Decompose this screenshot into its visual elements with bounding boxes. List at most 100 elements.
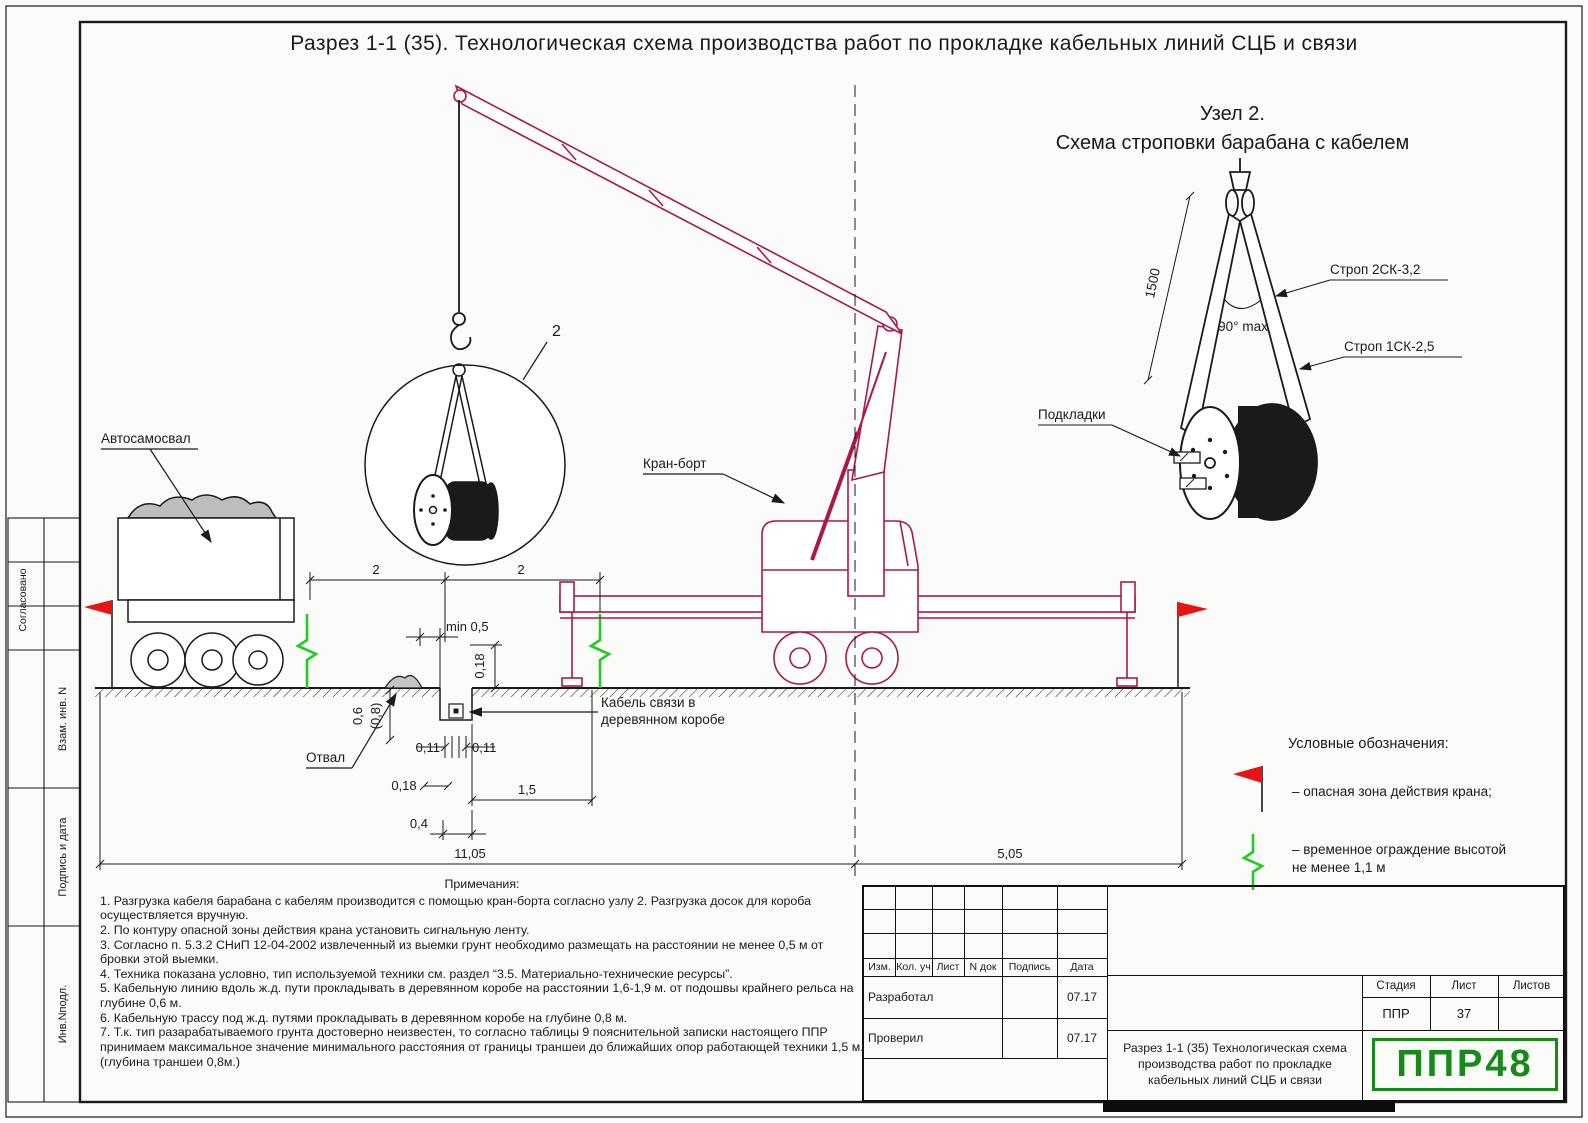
angle-label: 90° max <box>1218 319 1268 334</box>
truck-load <box>126 494 278 519</box>
dim-label: 0,11 <box>416 740 440 755</box>
page-title: Разрез 1-1 (35). Технологическая схема п… <box>290 32 1358 55</box>
legend-fence-text1: – временное ограждение высотой <box>1292 842 1506 857</box>
tb-checked-label: Проверил <box>868 1031 924 1045</box>
grid-line <box>1362 997 1567 998</box>
drawing-labels: Автосамосвал Кран-борт Отвал Кабель связ… <box>101 323 786 769</box>
title-block: Изм. Кол. уч Лист N док Подпись Дата Раз… <box>862 885 1567 1102</box>
pad <box>1173 451 1201 464</box>
tb-checked-date: 07.17 <box>1066 1031 1098 1045</box>
ground <box>95 675 1190 721</box>
dim-label: 2 <box>517 562 524 577</box>
hook-and-cable <box>450 100 472 351</box>
tb-header-list: Лист <box>936 961 960 973</box>
grid-line <box>1362 975 1363 1100</box>
grid-line <box>1498 975 1499 1030</box>
grid-line <box>1430 975 1431 1030</box>
legend: Условные обозначения: – опасная зона дей… <box>1233 736 1506 890</box>
legend-title: Условные обозначения: <box>1288 736 1449 752</box>
dim-label: 2 <box>372 562 379 577</box>
crane-cab <box>761 520 919 633</box>
note-item: 5. Кабельную линию вдоль ж.д. пути прокл… <box>100 981 854 1010</box>
detail-drum-sling <box>1143 158 1318 521</box>
dim-label: min 0,5 <box>446 619 489 634</box>
fence-icon <box>588 614 612 688</box>
cable-label-line2: деревянном коробе <box>601 712 725 727</box>
detail-title: Узел 2. Схема строповки барабана с кабел… <box>995 100 1470 158</box>
notes-title: Примечания: <box>444 877 520 891</box>
grid-line <box>1107 975 1567 976</box>
tb-sheet-value: 37 <box>1456 1006 1472 1021</box>
tb-developed-label: Разработал <box>868 990 934 1004</box>
grid-line <box>864 958 1107 959</box>
scan-artifact <box>1103 1101 1395 1112</box>
fence-icons <box>295 614 612 688</box>
dim-label: 1,5 <box>518 782 536 797</box>
grid-line <box>1002 887 1003 1058</box>
crane-pedestal <box>847 469 885 597</box>
dim-label: 0,11 <box>472 740 496 755</box>
tb-header-data: Дата <box>1070 961 1094 973</box>
crane-truck <box>453 84 1138 687</box>
note-item: 3. Согласно п. 5.3.2 СНиП 12-04-2002 изв… <box>100 937 824 967</box>
legend-flag-text: – опасная зона действия крана; <box>1292 784 1492 799</box>
spoil-mound <box>383 675 423 689</box>
grid-line <box>864 1058 1107 1059</box>
dump-truck <box>84 494 295 688</box>
tb-sheets-label: Листов <box>1512 980 1551 992</box>
note-item: 6. Кабельную трассу под ж.д. путями прок… <box>100 1010 628 1025</box>
tb-sheet-label: Лист <box>1451 980 1477 992</box>
grid-line <box>932 887 933 976</box>
dim-label: 5,05 <box>997 846 1022 861</box>
danger-flag-icon <box>1233 766 1262 783</box>
right-danger-flag <box>1177 602 1208 688</box>
tb-header-ndok: N док <box>969 961 997 973</box>
tb-doc-title: Разрез 1-1 (35) Технологическая схема пр… <box>1123 1041 1347 1087</box>
tb-developed-date: 07.17 <box>1066 990 1098 1004</box>
dim-label: 0,18 <box>472 653 487 678</box>
company-logo: ППР48 <box>1372 1038 1558 1091</box>
grid-line <box>895 887 896 976</box>
side-stamps <box>7 517 81 1103</box>
sling-bottom-label: Строп 1СК-2,5 <box>1344 339 1434 354</box>
dim-label: 0,6 <box>350 707 365 725</box>
stamp-row-label: Инв.Nподл. <box>57 985 69 1044</box>
dimensions: 2 2 min 0,5 0,18 0,6 (0,8) 0,11 0,11 0,1… <box>95 562 1187 870</box>
hook-icon <box>452 312 466 326</box>
grid-line <box>864 909 1107 910</box>
tb-header-podpis: Подпись <box>1008 961 1051 973</box>
cable-label-line1: Кабель связи в <box>601 695 695 710</box>
grid-line <box>1107 887 1108 1100</box>
notes-block: Примечания: 1. Разгрузка кабеля барабана… <box>100 877 864 1069</box>
dim-label: (0,8) <box>368 703 383 730</box>
cable-section <box>453 708 459 714</box>
dim-label: 11,05 <box>454 846 486 861</box>
stamp-row-label: Подпись и дата <box>57 817 69 897</box>
stamp-approved-label: Согласовано <box>17 568 29 631</box>
fence-icon <box>1241 834 1265 890</box>
fence-icon <box>295 614 319 688</box>
detail-labels: 1500 90° max Строп 2СК-3,2 Строп 1СК-2,5… <box>1038 262 1462 457</box>
grid-line <box>1057 887 1058 1058</box>
tb-header-izm: Изм. <box>868 961 891 973</box>
hook-icon <box>1228 171 1252 191</box>
note-item: 7. Т.к. тип разарабатываемого грунта дос… <box>100 1025 864 1069</box>
sling-top-label: Строп 2СК-3,2 <box>1330 262 1420 277</box>
drum-flange <box>413 474 453 546</box>
danger-flag-icon <box>84 600 112 615</box>
dim-label: 0,18 <box>391 778 416 793</box>
dim-label: 1500 <box>1142 267 1163 300</box>
grid-line <box>864 933 1107 934</box>
grid-line <box>864 1018 1107 1019</box>
grid-line <box>964 887 965 976</box>
tb-header-koluch: Кол. уч <box>896 961 931 973</box>
pad <box>1179 477 1207 490</box>
grid-line <box>864 976 1107 977</box>
crane-boom <box>454 84 903 335</box>
tb-stage-label: Стадия <box>1376 980 1416 992</box>
stamp-row-label: Взам. инв. N <box>57 687 69 751</box>
suspended-drum-callout <box>364 363 566 566</box>
spoil-label: Отвал <box>306 750 345 765</box>
